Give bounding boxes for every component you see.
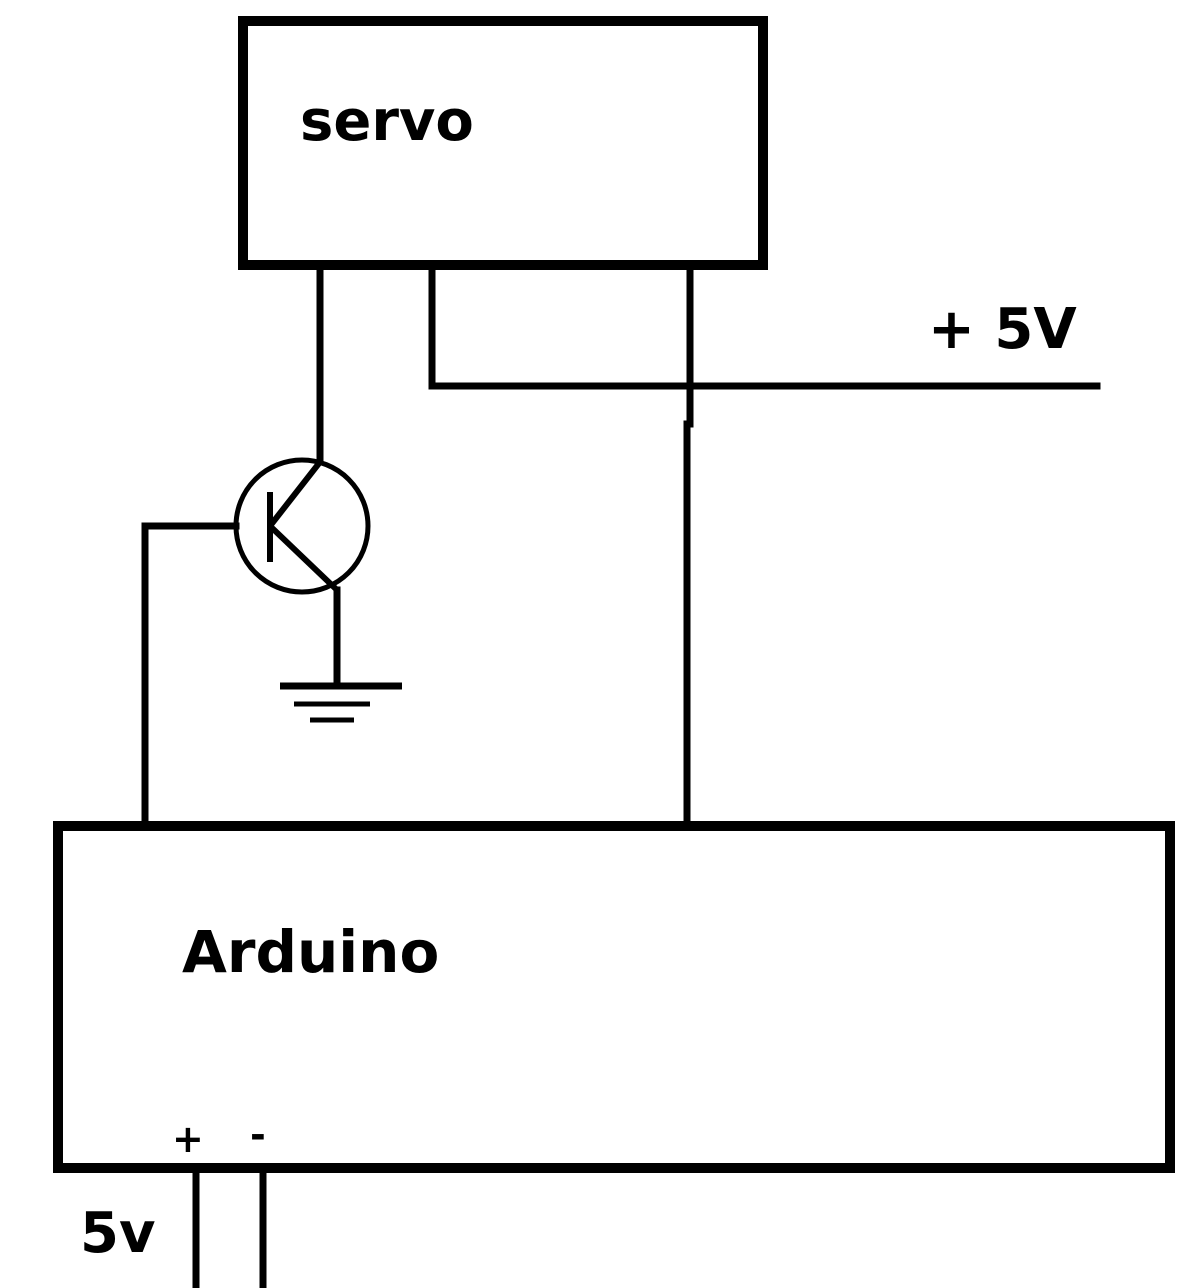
arduino-plus-label: + bbox=[172, 1117, 204, 1161]
arduino-box bbox=[53, 821, 1175, 1173]
servo-box bbox=[238, 16, 768, 270]
transistor-icon bbox=[233, 457, 371, 595]
servo-label: servo bbox=[300, 89, 474, 154]
arduino-label: Arduino bbox=[182, 918, 439, 986]
servo-power-wire bbox=[428, 264, 1101, 390]
supply-label: + 5V bbox=[928, 297, 1077, 362]
ground-icon bbox=[280, 682, 402, 723]
servo-ground-wire bbox=[683, 264, 694, 826]
base-drive-wire bbox=[141, 522, 240, 826]
arduino-minus-label: - bbox=[250, 1113, 266, 1157]
input-voltage-label: 5v bbox=[80, 1201, 155, 1266]
